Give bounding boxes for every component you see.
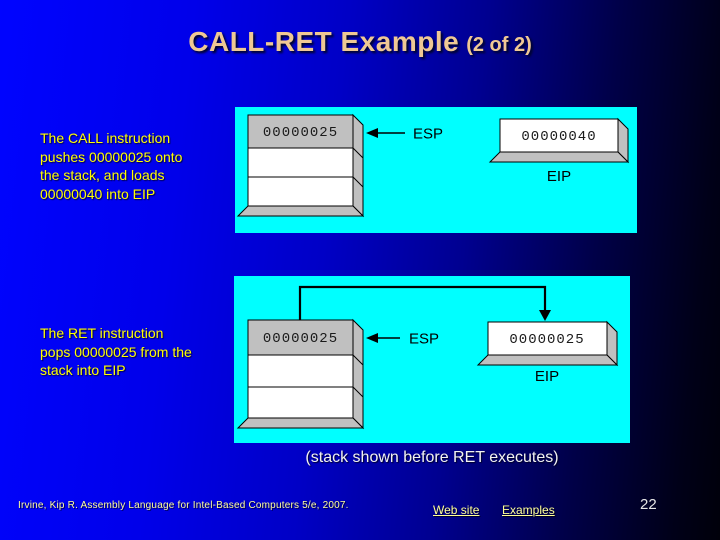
ret-description-line: pops 00000025 from the xyxy=(40,343,192,360)
stack-right-face xyxy=(352,318,364,430)
stack-face-tick xyxy=(352,176,364,188)
call-description: The CALL instruction pushes 00000025 ont… xyxy=(40,129,245,203)
call-description-line: pushes 00000025 onto xyxy=(40,148,183,165)
ret-description-line: stack into EIP xyxy=(40,362,126,378)
eip-register: 00000040 EIP xyxy=(488,117,630,185)
eip-value: 00000025 xyxy=(509,332,584,348)
esp-arrow-icon xyxy=(366,333,378,343)
pop-arrowhead-icon xyxy=(539,310,551,321)
stack: 00000025 xyxy=(236,318,365,430)
stack-empty-cell xyxy=(247,176,354,207)
stack-empty-cell xyxy=(247,354,354,388)
page-title: CALL-RET Example (2 of 2) xyxy=(0,26,720,58)
call-diagram-panel: 00000025 ESP 00000040 EIP xyxy=(235,107,637,233)
web-site-link[interactable]: Web site xyxy=(433,503,480,517)
title-suffix: (2 of 2) xyxy=(466,34,532,56)
page-number: 22 xyxy=(640,496,657,513)
stack-top-cell xyxy=(247,114,354,149)
stack-face-tick xyxy=(352,354,364,366)
stack-right-face xyxy=(352,113,364,218)
eip-value-box xyxy=(487,321,608,356)
title-main: CALL-RET Example xyxy=(188,26,460,57)
stack-bottom-face xyxy=(236,205,365,217)
esp-label: ESP xyxy=(409,331,439,348)
stack-empty-cell xyxy=(247,147,354,178)
examples-link[interactable]: Examples xyxy=(502,503,555,517)
stack-face-tick xyxy=(352,386,364,398)
stack-state-caption: (stack shown before RET executes) xyxy=(305,449,559,466)
call-diagram: 00000025 ESP 00000040 EIP xyxy=(236,113,630,218)
pop-arrow-path xyxy=(298,285,547,320)
esp-label: ESP xyxy=(413,126,443,143)
eip-label: EIP xyxy=(535,368,559,385)
eip-label: EIP xyxy=(547,168,571,185)
call-description-line: The CALL instruction xyxy=(40,130,171,146)
esp-arrow-icon xyxy=(366,128,378,138)
eip-value: 00000040 xyxy=(521,129,596,145)
ret-diagram: 00000025 ESP 00000025 EIP xyxy=(236,285,619,430)
ret-description-line: The RET instruction xyxy=(40,325,164,341)
stack: 00000025 xyxy=(236,113,365,218)
esp-pointer: ESP xyxy=(366,126,443,143)
stack-top-cell xyxy=(247,319,354,356)
call-description-line: 00000040 into EIP xyxy=(40,185,156,202)
stack-top-value: 00000025 xyxy=(263,125,338,141)
pop-arrow xyxy=(298,285,551,321)
book-citation: Irvine, Kip R. Assembly Language for Int… xyxy=(18,500,349,511)
ret-description: The RET instruction pops 00000025 from t… xyxy=(40,324,245,380)
stack-empty-cell xyxy=(247,386,354,419)
esp-pointer: ESP xyxy=(366,331,439,348)
call-description-line: the stack, and loads xyxy=(40,167,165,183)
eip-value-box xyxy=(499,118,619,153)
stack-face-tick xyxy=(352,147,364,159)
eip-register: 00000025 EIP xyxy=(476,320,619,385)
eip-bottom-face xyxy=(488,151,630,163)
stack-top-value: 00000025 xyxy=(263,331,338,347)
eip-bottom-face xyxy=(476,354,619,366)
ret-diagram-panel: 00000025 ESP 00000025 EIP xyxy=(234,276,630,443)
stack-bottom-face xyxy=(236,417,365,429)
